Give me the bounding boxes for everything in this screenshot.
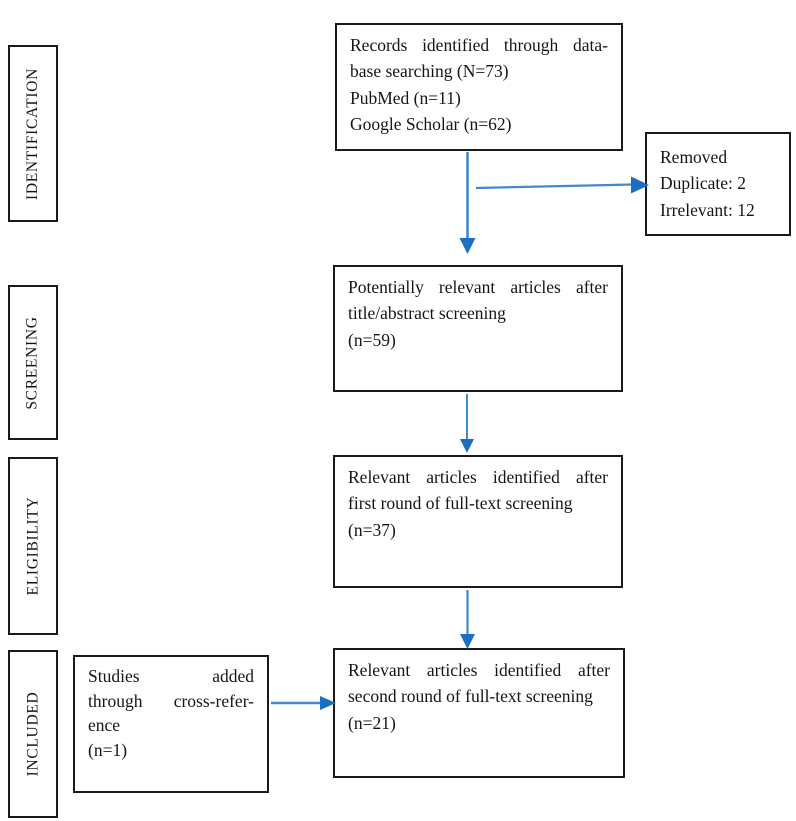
- box-cross-reference: Studies added through cross-refer-ence (n=…: [73, 655, 269, 793]
- stage-screening-label: SCREENING: [24, 315, 41, 410]
- arrowhead-records-to-screening: [459, 238, 476, 254]
- stage-included-label: INCLUDED: [24, 691, 41, 777]
- box-title-abstract-screening: Potentially relevant articles after title…: [333, 265, 623, 392]
- box-text-line: Relevant articles identified after: [348, 660, 610, 680]
- stage-included: INCLUDED: [8, 650, 58, 818]
- box-second-round-screening: Relevant articles identified after second…: [333, 648, 625, 778]
- box-text-line: (n=21): [348, 712, 396, 733]
- box-text-line: (n=59): [348, 329, 396, 350]
- stage-screening: SCREENING: [8, 285, 58, 440]
- box-text-line: first round of full-text screening: [348, 493, 573, 514]
- stage-eligibility: ELIGIBILITY: [8, 457, 58, 635]
- box-text-line: title/abstract screening: [348, 303, 506, 324]
- box-text-line: PubMed (n=11): [350, 87, 461, 108]
- box-text-line: Records identified through data-: [350, 35, 608, 55]
- box-records-identified: Records identified through data-base sea…: [335, 23, 623, 151]
- box-text-line: (n=1): [88, 739, 128, 760]
- arrowhead-first-to-second-round: [460, 634, 475, 649]
- box-text-line: Removed: [660, 147, 728, 167]
- box-text-line: Potentially relevant articles after: [348, 277, 608, 297]
- box-first-round-screening: Relevant articles identified after first …: [333, 455, 623, 588]
- box-text-line: ence: [88, 715, 121, 735]
- box-text-line: Studies added: [88, 666, 254, 686]
- box-text-line: through cross-refer-: [88, 690, 254, 711]
- box-text-line: base searching (N=73): [350, 61, 509, 82]
- box-text-line: second round of full-text screening: [348, 686, 593, 707]
- box-text-line: Relevant articles identified after: [348, 467, 608, 487]
- arrow-line-records-to-removed: [475, 183, 634, 190]
- arrowhead-screening-to-first-round: [460, 439, 474, 453]
- box-text-line: Google Scholar (n=62): [350, 113, 512, 134]
- stage-identification-label: IDENTIFICATION: [24, 67, 41, 200]
- box-text-line: Duplicate: 2: [660, 173, 747, 194]
- stage-identification: IDENTIFICATION: [8, 45, 58, 222]
- box-text-line: (n=37): [348, 519, 396, 540]
- stage-eligibility-label: ELIGIBILITY: [24, 496, 42, 596]
- box-text-line: Irrelevant: 12: [660, 199, 755, 220]
